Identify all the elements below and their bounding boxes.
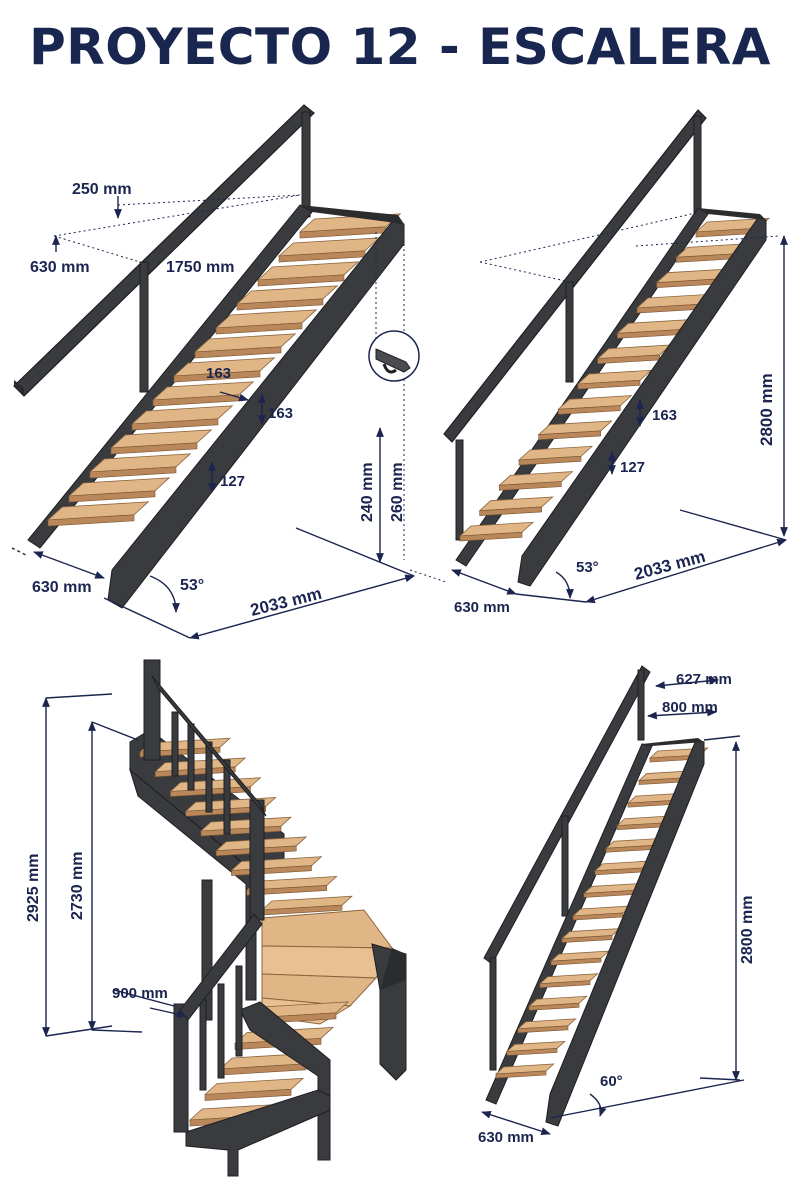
dimension-lines bbox=[11, 196, 415, 640]
stringer-lower bbox=[185, 1001, 331, 1177]
tread-edge bbox=[204, 1089, 292, 1101]
handrail bbox=[13, 104, 315, 397]
label-angle: 60° bbox=[600, 1073, 623, 1090]
tread-edge bbox=[561, 935, 613, 943]
stringer-front bbox=[545, 738, 705, 1127]
label-riser-height: 163 bbox=[268, 405, 293, 422]
tread-edge bbox=[68, 490, 156, 503]
dimension-lines bbox=[481, 676, 745, 1136]
label-total-height: 2925 mm bbox=[25, 854, 42, 923]
tread-edge bbox=[499, 481, 562, 491]
tread-edge bbox=[539, 980, 591, 989]
tread-edge bbox=[538, 430, 601, 440]
treads bbox=[494, 747, 709, 1079]
view-quarter-turn-stair: 2925 mm 2730 mm 900 mm bbox=[25, 659, 407, 1177]
winder-treads bbox=[261, 909, 407, 1081]
tread-edge bbox=[89, 466, 177, 479]
label-step-gap: 127 bbox=[620, 459, 645, 476]
page-title: PROYECTO 12 - ESCALERA bbox=[29, 18, 771, 76]
handrail bbox=[443, 109, 707, 541]
label-detail-low: 240 mm bbox=[359, 462, 376, 522]
tread-edge bbox=[528, 1002, 580, 1011]
label-top-width-outer: 800 mm bbox=[662, 699, 718, 716]
tread-edge bbox=[173, 370, 261, 383]
tread-edge bbox=[518, 455, 582, 466]
label-step-gap: 127 bbox=[220, 473, 245, 490]
tread-edge bbox=[495, 1070, 547, 1079]
tread-edge bbox=[47, 514, 135, 527]
treads bbox=[46, 213, 402, 527]
tread-edge bbox=[459, 531, 523, 542]
label-tread-depth: 163 bbox=[206, 365, 231, 382]
label-landing-width: 900 mm bbox=[112, 985, 168, 1002]
tread-edge bbox=[194, 346, 282, 359]
view-straight-stair-right: 2800 mm 163 127 630 mm 53° 2033 mm bbox=[443, 109, 788, 616]
label-landing-length: 1750 mm bbox=[166, 259, 235, 276]
view-steep-stair: 627 mm 800 mm 2800 mm 60° 630 mm bbox=[478, 665, 756, 1146]
tread-edge bbox=[550, 957, 602, 966]
tread-edge bbox=[215, 322, 303, 335]
stringer-front bbox=[107, 205, 405, 609]
projection-lines bbox=[479, 211, 781, 283]
handrail bbox=[483, 665, 651, 1071]
tread-edge bbox=[506, 1048, 558, 1056]
label-riser-height: 163 bbox=[652, 407, 677, 424]
label-landing-width: 630 mm bbox=[30, 259, 90, 276]
stringer-front bbox=[517, 208, 767, 587]
label-length: 2033 mm bbox=[248, 584, 323, 620]
label-top-offset: 250 mm bbox=[72, 181, 132, 198]
tread-edge bbox=[479, 506, 542, 516]
dimension-lines bbox=[451, 235, 788, 604]
label-width: 630 mm bbox=[32, 579, 92, 596]
tread-edge bbox=[558, 405, 621, 415]
tread-edge bbox=[236, 298, 324, 311]
tread-edge bbox=[577, 379, 641, 390]
label-detail-high: 260 mm bbox=[389, 462, 406, 522]
projection-lines bbox=[53, 194, 447, 583]
tread-edge bbox=[131, 418, 219, 431]
label-height: 2800 mm bbox=[757, 373, 776, 446]
label-height: 2800 mm bbox=[739, 896, 756, 965]
profile-detail-callout bbox=[368, 330, 420, 382]
label-length: 2033 mm bbox=[632, 547, 707, 584]
tread-edge bbox=[110, 442, 198, 455]
label-angle: 53° bbox=[180, 577, 204, 594]
view-straight-stair-left: 250 mm 630 mm 1750 mm 163 163 127 240 mm… bbox=[11, 104, 447, 640]
label-top-width-inner: 627 mm bbox=[676, 671, 732, 688]
tread-edge bbox=[246, 885, 328, 896]
label-floor-height: 2730 mm bbox=[69, 852, 86, 921]
label-angle: 53° bbox=[576, 559, 599, 576]
dimension-lines bbox=[42, 693, 187, 1037]
handrail bbox=[151, 675, 267, 1021]
tread-edge bbox=[517, 1025, 569, 1034]
tread-edge bbox=[257, 274, 345, 287]
label-width: 630 mm bbox=[454, 599, 510, 616]
label-width: 630 mm bbox=[478, 1129, 534, 1146]
